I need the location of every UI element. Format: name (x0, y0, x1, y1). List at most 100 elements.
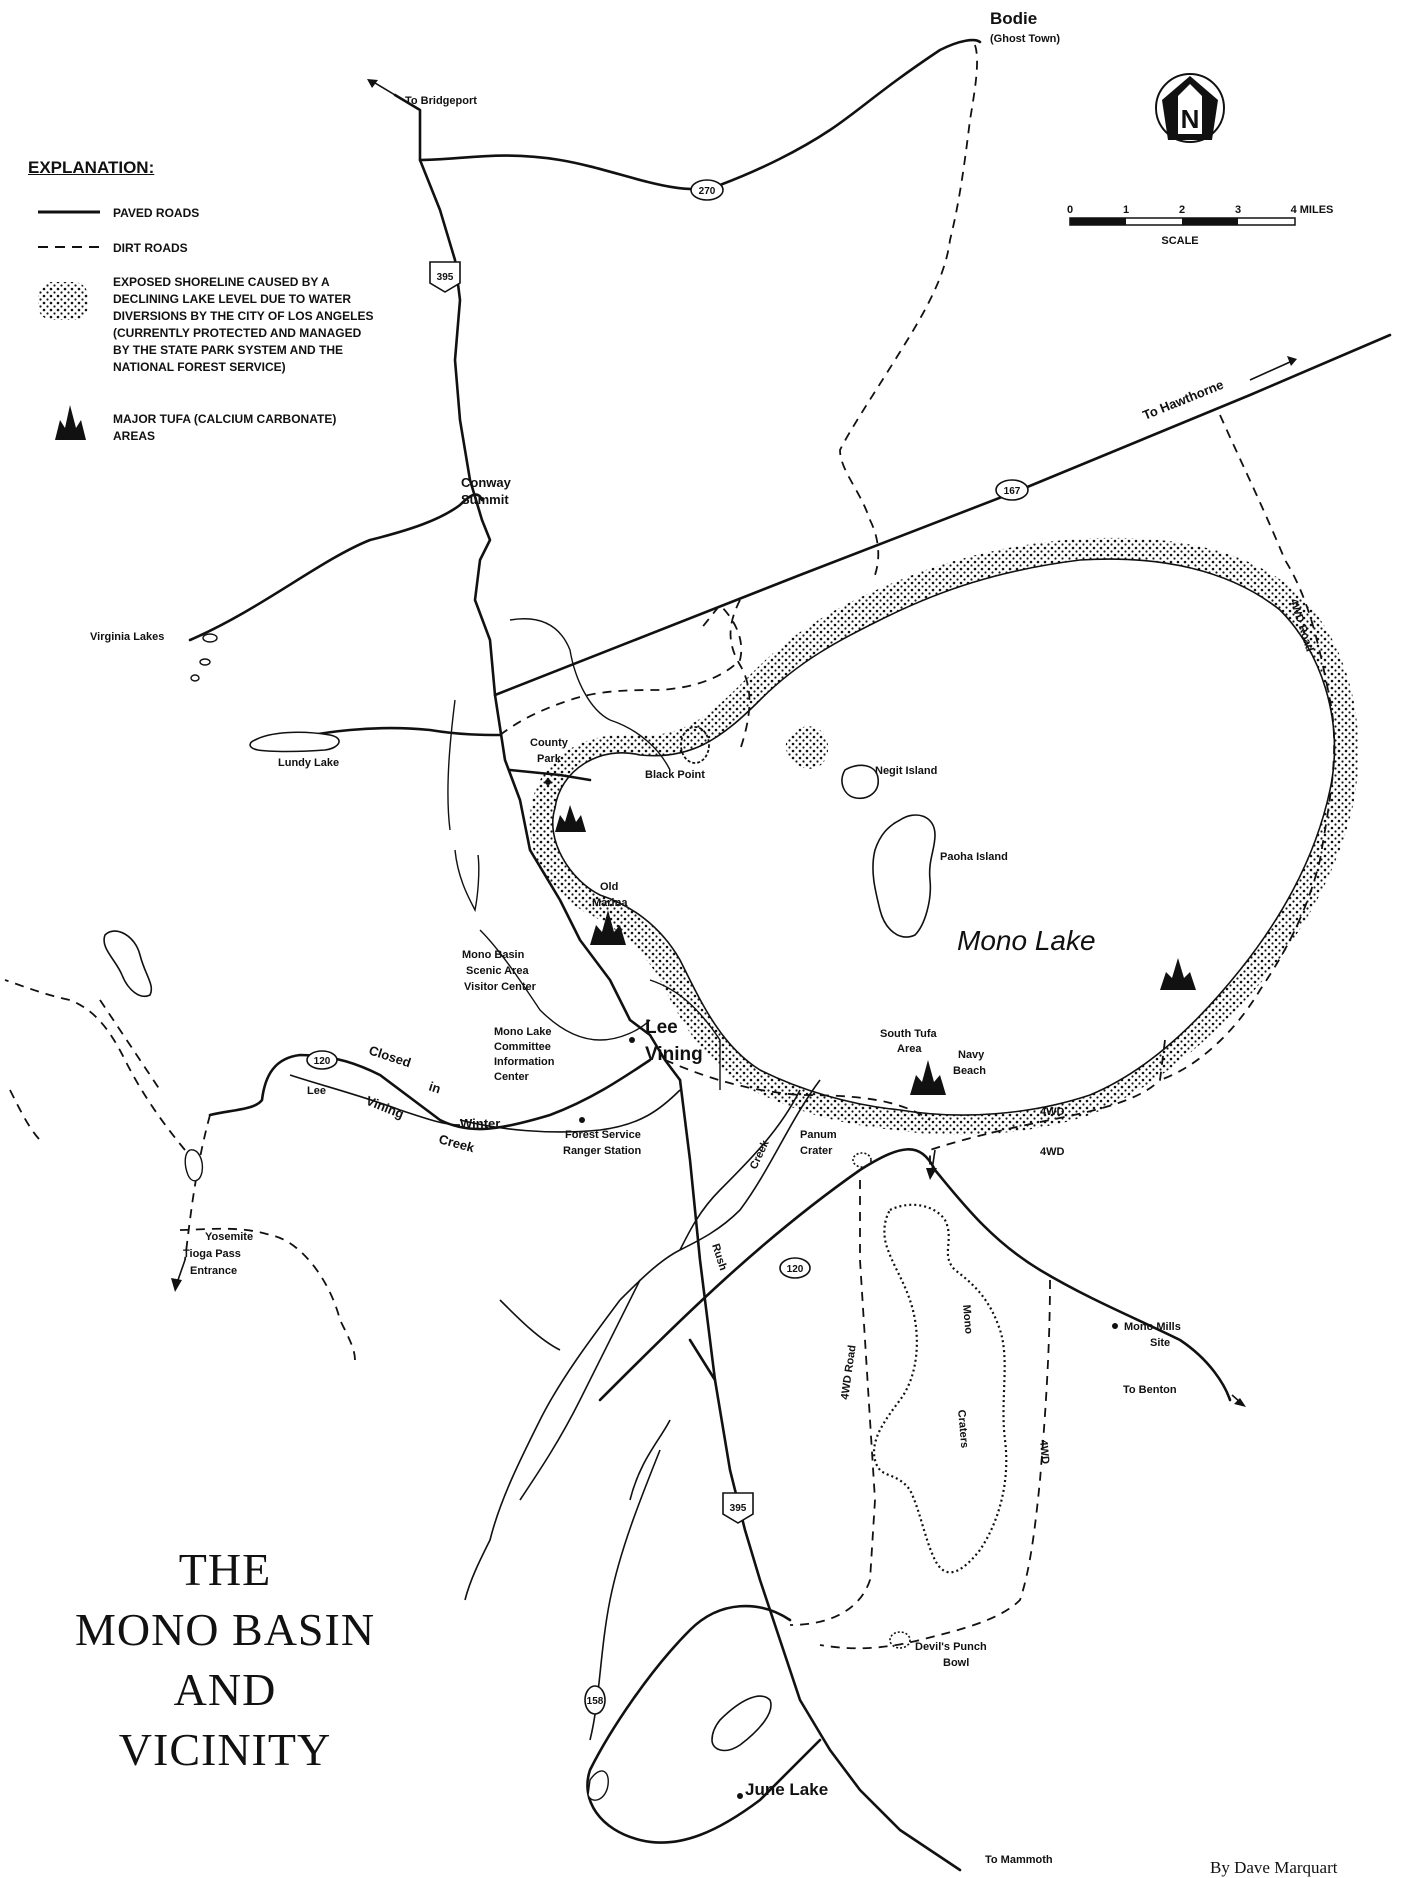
label-lvc-creek: Creek (437, 1131, 477, 1155)
svg-text:270: 270 (699, 186, 716, 197)
negit-island (841, 764, 879, 800)
label-south-tufa-1: South Tufa (880, 1028, 937, 1040)
svg-text:1: 1 (1123, 204, 1129, 216)
label-old: Old (600, 881, 618, 893)
svg-text:2: 2 (1179, 204, 1185, 216)
label-lvc-vining: Vining (364, 1093, 406, 1122)
label-devils-1: Devil's Punch (915, 1641, 987, 1653)
label-lee: Lee (645, 1017, 678, 1038)
label-ranger-2: Ranger Station (563, 1145, 642, 1157)
small-lakes (103, 633, 772, 1801)
label-hawthorne: To Hawthorne (1141, 377, 1226, 423)
label-winter: Winter (460, 1116, 500, 1131)
hwy-120-west-shield: 120 (306, 1050, 338, 1070)
label-4wd-road-south: 4WD Road (839, 1344, 859, 1400)
tufa-areas (555, 805, 1196, 1095)
north-arrow: N (1155, 73, 1225, 143)
title-line-3: AND (173, 1664, 277, 1715)
svg-text:158: 158 (587, 1696, 604, 1707)
svg-text:PAVED ROADS: PAVED ROADS (113, 206, 199, 220)
svg-text:(CURRENTLY PROTECTED AND MANAG: (CURRENTLY PROTECTED AND MANAGED (113, 326, 362, 340)
hwy-395-south-shield: 395 (722, 1492, 754, 1524)
legend-swatches (38, 210, 100, 440)
label-conway: Conway (461, 475, 512, 490)
title-line-4: VICINITY (118, 1724, 332, 1775)
label-yosemite-2: Tioga Pass (183, 1248, 241, 1260)
label-in: in (427, 1079, 443, 1097)
svg-text:DIRT ROADS: DIRT ROADS (113, 241, 188, 255)
label-negit-island: Negit Island (875, 765, 937, 777)
label-ranger-1: Forest Service (565, 1129, 641, 1141)
author-credit: By Dave Marquart (1210, 1858, 1338, 1877)
hwy-167-shield: 167 (995, 479, 1029, 501)
label-lundy-lake: Lundy Lake (278, 757, 339, 769)
tufa-icon (555, 805, 586, 832)
scale-bar: 0 1 2 3 4 MILES SCALE (1067, 204, 1333, 247)
hwy-270-shield: 270 (690, 179, 724, 201)
label-mammoth: To Mammoth (985, 1854, 1053, 1866)
label-mono-mills-2: Site (1150, 1337, 1170, 1349)
paoha-island (872, 814, 936, 938)
svg-text:120: 120 (787, 1264, 804, 1275)
hwy-120-east-shield: 120 (779, 1257, 811, 1279)
label-bridgeport: To Bridgeport (405, 95, 477, 107)
point-markers (545, 779, 1118, 1799)
label-panum-2: Crater (800, 1145, 833, 1157)
label-yosemite-3: Entrance (190, 1265, 237, 1277)
svg-text:395: 395 (730, 1503, 747, 1514)
label-committee-4: Center (494, 1071, 530, 1083)
svg-text:NATIONAL FOREST SERVICE): NATIONAL FOREST SERVICE) (113, 360, 286, 374)
hwy-395-north-shield: 395 (429, 261, 461, 293)
label-june-lake: June Lake (745, 1780, 828, 1799)
label-mono: Mono (960, 1304, 975, 1335)
panum-crater-mark (852, 1152, 872, 1168)
title-line-1: THE (178, 1544, 272, 1595)
label-visitor-2: Scenic Area (466, 965, 529, 977)
label-4wd-1: 4WD (1040, 1106, 1065, 1118)
label-rush: Rush (709, 1242, 729, 1272)
svg-text:3: 3 (1235, 204, 1241, 216)
svg-text:N: N (1181, 104, 1200, 134)
legend-text: PAVED ROADS DIRT ROADS EXPOSED SHORELINE… (113, 206, 373, 443)
svg-text:395: 395 (437, 272, 454, 283)
label-panum-1: Panum (800, 1129, 837, 1141)
label-vining: Vining (645, 1044, 703, 1065)
label-ghost-town: (Ghost Town) (990, 33, 1060, 45)
svg-text:4 MILES: 4 MILES (1291, 204, 1334, 216)
tufa-icon (910, 1060, 946, 1095)
map-title: THE MONO BASIN AND VICINITY (40, 1540, 410, 1780)
label-county: County (530, 737, 569, 749)
label-craters: Craters (955, 1409, 970, 1448)
svg-text:167: 167 (1004, 486, 1021, 497)
label-marina: Marina (592, 897, 628, 909)
label-devils-2: Bowl (943, 1657, 969, 1669)
label-yosemite-1: Yosemite (205, 1231, 253, 1243)
label-mono-lake: Mono Lake (957, 925, 1096, 956)
label-navy-2: Beach (953, 1065, 986, 1077)
label-4wd-se: 4WD (1037, 1439, 1051, 1464)
label-4wd-2: 4WD (1040, 1146, 1065, 1158)
label-virginia-lakes: Virginia Lakes (90, 631, 164, 643)
svg-text:DECLINING LAKE LEVEL DUE TO WA: DECLINING LAKE LEVEL DUE TO WATER (113, 292, 351, 306)
label-benton: To Benton (1123, 1384, 1177, 1396)
label-paoha-island: Paoha Island (940, 851, 1008, 863)
svg-text:DIVERSIONS BY THE CITY OF LOS: DIVERSIONS BY THE CITY OF LOS ANGELES (113, 309, 373, 323)
dirt-roads (4, 44, 1336, 1650)
label-committee-2: Committee (494, 1041, 551, 1053)
svg-text:0: 0 (1067, 204, 1073, 216)
tufa-icon (1160, 958, 1196, 990)
svg-text:SCALE: SCALE (1161, 235, 1198, 247)
label-visitor-3: Visitor Center (464, 981, 537, 993)
label-committee-3: Information (494, 1056, 555, 1068)
direction-arrows (171, 79, 1297, 1407)
mono-craters-outline (872, 1203, 1008, 1574)
label-mono-mills-1: Mono Mills (1124, 1321, 1181, 1333)
title-line-2: MONO BASIN (74, 1604, 376, 1655)
hwy-158-shield: 158 (584, 1685, 606, 1715)
label-park: Park (537, 753, 562, 765)
svg-text:120: 120 (314, 1056, 331, 1067)
label-lvc-lee: Lee (307, 1085, 326, 1097)
label-summit: Summit (461, 492, 509, 507)
svg-text:MAJOR TUFA (CALCIUM CARBONATE): MAJOR TUFA (CALCIUM CARBONATE) (113, 412, 336, 426)
